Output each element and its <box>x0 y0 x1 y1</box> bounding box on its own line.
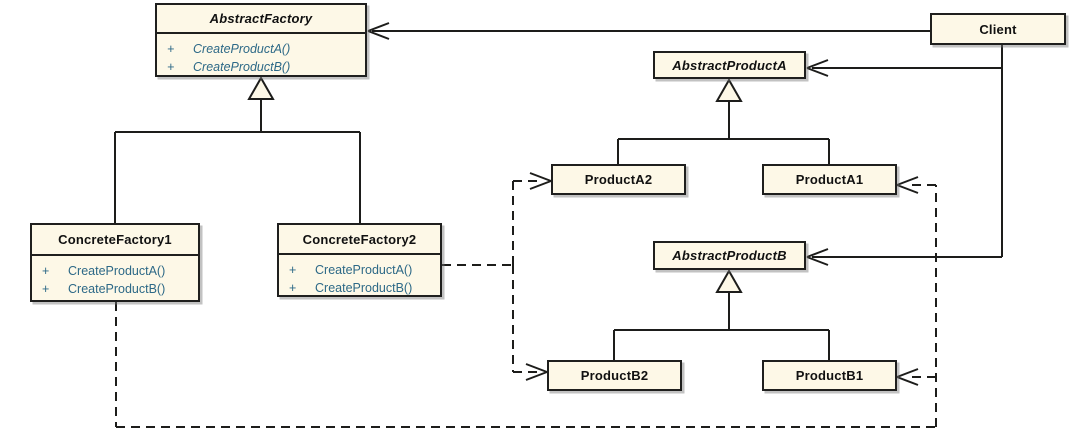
methods-compartment: + CreateProductA() + CreateProductB() <box>157 32 365 78</box>
method-row: + CreateProductB() <box>289 279 434 297</box>
edge-productsB-generalization <box>613 268 830 360</box>
edge-concretefactory2-dependencies <box>442 172 552 381</box>
class-title: ProductB1 <box>795 368 864 383</box>
class-product-b2[interactable]: ProductB2 <box>547 360 682 391</box>
method-row: + CreateProductA() <box>289 261 434 279</box>
method-visibility: + <box>289 263 297 277</box>
method-signature: CreateProductA() <box>193 42 291 56</box>
class-title: AbstractProductB <box>672 248 787 263</box>
class-client[interactable]: Client <box>930 13 1066 45</box>
class-product-b1[interactable]: ProductB1 <box>762 360 897 391</box>
class-product-a1[interactable]: ProductA1 <box>762 164 897 195</box>
method-row: + CreateProductB() <box>42 280 192 298</box>
method-signature: CreateProductB() <box>68 282 166 296</box>
method-visibility: + <box>167 60 175 74</box>
class-title: ProductB2 <box>580 368 649 383</box>
method-signature: CreateProductB() <box>193 60 291 74</box>
class-title: ProductA2 <box>584 172 653 187</box>
method-row: + CreateProductB() <box>167 58 359 76</box>
class-abstract-product-b[interactable]: AbstractProductB <box>653 241 806 270</box>
method-visibility: + <box>42 282 50 296</box>
class-abstract-product-a[interactable]: AbstractProductA <box>653 51 806 79</box>
method-visibility: + <box>167 42 175 56</box>
method-row: + CreateProductA() <box>167 40 359 58</box>
class-title: AbstractProductA <box>672 57 787 73</box>
method-visibility: + <box>42 264 50 278</box>
class-abstract-factory[interactable]: AbstractFactory + CreateProductA() + Cre… <box>155 3 367 77</box>
class-title: ConcreteFactory2 <box>302 231 417 247</box>
class-title: AbstractFactory <box>209 11 313 26</box>
edge-client-abstractproducts <box>806 45 1003 266</box>
methods-compartment: + CreateProductA() + CreateProductB() <box>279 253 440 299</box>
edge-client-abstractfactory <box>367 22 930 40</box>
method-signature: CreateProductB() <box>315 281 413 295</box>
class-title: ConcreteFactory1 <box>58 232 172 247</box>
method-signature: CreateProductA() <box>315 263 413 277</box>
edge-factories-generalization <box>114 75 361 223</box>
method-visibility: + <box>289 281 297 295</box>
class-title: ProductA1 <box>795 172 864 187</box>
class-product-a2[interactable]: ProductA2 <box>551 164 686 195</box>
class-concrete-factory-1[interactable]: ConcreteFactory1 + CreateProductA() + Cr… <box>30 223 200 302</box>
class-title: Client <box>979 21 1017 37</box>
edge-productsA-generalization <box>617 77 830 164</box>
method-row: + CreateProductA() <box>42 262 192 280</box>
methods-compartment: + CreateProductA() + CreateProductB() <box>32 254 198 300</box>
class-concrete-factory-2[interactable]: ConcreteFactory2 + CreateProductA() + Cr… <box>277 223 442 297</box>
method-signature: CreateProductA() <box>68 264 166 278</box>
